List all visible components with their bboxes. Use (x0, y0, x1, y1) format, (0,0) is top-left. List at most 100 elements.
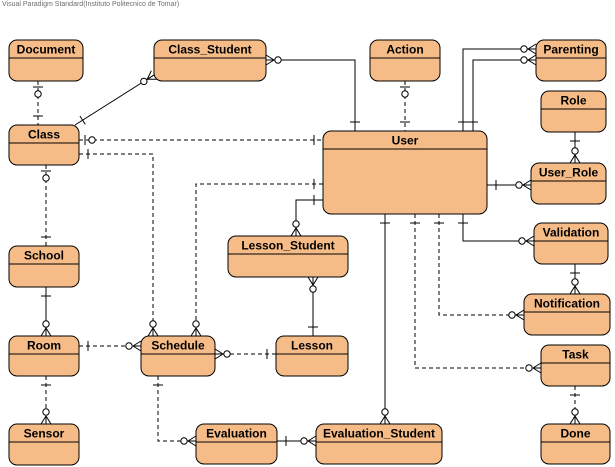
cardinality-zero-or-many-1-to (140, 70, 157, 86)
entity-school[interactable]: School (8, 245, 80, 288)
cardinality-zero-or-many-20-to (40, 408, 52, 425)
cardinality-zero-or-many-11-to (569, 278, 581, 295)
cardinality-zero-or-many-10-to (518, 235, 535, 247)
entity-box (140, 335, 216, 377)
entity-label: School (24, 249, 64, 263)
entity-label: Class (28, 128, 60, 142)
relationship-schedule-evaluation (157, 376, 196, 442)
entity-label: Lesson (291, 339, 333, 353)
entity-label: Lesson_Student (241, 239, 334, 253)
entity-box (322, 130, 488, 215)
relationship-user-lesson_student (295, 199, 323, 236)
cardinality-zero-or-one-3-from (400, 86, 410, 98)
entity-class-student[interactable]: Class_Student (153, 39, 267, 82)
entity-box (523, 293, 611, 336)
entity-label: Role (560, 94, 586, 108)
entity-label: Evaluation_Student (323, 427, 435, 441)
cardinality-zero-or-one-0-from (33, 86, 43, 98)
entity-class[interactable]: Class (8, 124, 80, 166)
entity-notification[interactable]: Notification (523, 293, 611, 336)
relationship-class_student-user (266, 59, 356, 131)
entity-user-role[interactable]: User_Role (530, 162, 607, 205)
relationship-user-notification (438, 214, 524, 316)
entity-label: Room (27, 339, 61, 353)
cardinality-zero-or-many-12-to (508, 309, 525, 321)
entity-box (8, 124, 80, 166)
cardinality-zero-or-many-14-to (40, 320, 52, 337)
relationship-user-validation (462, 214, 534, 242)
relationship-user-parenting (462, 48, 536, 131)
cardinality-zero-or-many-15-to (125, 340, 142, 352)
cardinality-zero-or-many-4-to (520, 43, 537, 55)
entity-evaluation[interactable]: Evaluation (195, 423, 278, 465)
entity-box (8, 245, 80, 288)
entity-lesson-student[interactable]: Lesson_Student (227, 235, 349, 278)
entity-evaluation-student[interactable]: Evaluation_Student (315, 423, 443, 465)
relationship-user-task (414, 214, 541, 369)
cardinality-zero-or-many-6-to (569, 147, 581, 164)
entity-box (315, 423, 443, 465)
cardinality-zero-or-many-5-to (520, 54, 537, 66)
entity-action[interactable]: Action (369, 39, 441, 82)
entity-lesson[interactable]: Lesson (275, 335, 349, 377)
cardinality-zero-or-many-23-to (379, 408, 391, 425)
entity-label: Sensor (24, 427, 65, 441)
cardinality-zero-or-one-8-from (84, 135, 96, 145)
cardinality-zero-or-many-25-to (569, 408, 581, 425)
entity-box (153, 39, 267, 82)
entity-room[interactable]: Room (8, 335, 80, 377)
entity-done[interactable]: Done (540, 423, 611, 465)
entity-document[interactable]: Document (8, 39, 84, 82)
entity-label: Document (17, 43, 76, 57)
entity-box (540, 344, 611, 387)
entity-box (8, 39, 84, 82)
cardinality-zero-or-one-13-from (41, 170, 51, 182)
entity-layer: Document Class_Student Action ParentingRole… (8, 39, 611, 466)
cardinality-marker-layer (33, 43, 581, 447)
entity-box (195, 423, 278, 465)
cardinality-zero-or-many-21-to (180, 435, 197, 447)
entity-label: Done (561, 427, 591, 441)
relationship-user-parenting (472, 59, 536, 131)
diagram-watermark: Visual Paradigm Standard(Instituto Polit… (2, 1, 180, 8)
entity-schedule[interactable]: Schedule (140, 335, 216, 377)
cardinality-zero-or-many-24-to (525, 362, 542, 374)
entity-box (8, 423, 80, 466)
cardinality-zero-or-many-22-to (300, 435, 317, 447)
cardinality-zero-or-many-2-from (265, 54, 282, 66)
cardinality-zero-or-many-18-to (214, 348, 231, 360)
entity-box (535, 39, 607, 82)
cardinality-zero-or-many-16-to (147, 320, 159, 337)
cardinality-one-1-from (79, 115, 86, 125)
entity-user[interactable]: User (322, 130, 488, 215)
entity-label: Parenting (543, 43, 598, 57)
entity-box (275, 335, 349, 377)
entity-box (540, 423, 611, 465)
cardinality-zero-or-many-19-from (307, 276, 319, 293)
entity-label: User (392, 134, 419, 148)
entity-box (227, 235, 349, 278)
entity-label: Validation (543, 226, 600, 240)
cardinality-zero-or-many-17-to (190, 320, 202, 337)
entity-sensor[interactable]: Sensor (8, 423, 80, 466)
cardinality-zero-or-many-7-to (515, 179, 532, 191)
entity-label: Evaluation (206, 427, 267, 441)
entity-label: User_Role (539, 166, 599, 180)
relationship-class-schedule (79, 153, 154, 336)
entity-box (533, 222, 609, 265)
cardinality-zero-or-many-9-to (290, 220, 302, 237)
entity-validation[interactable]: Validation (533, 222, 609, 265)
entity-label: Task (562, 348, 589, 362)
entity-label: Class_Student (168, 43, 251, 57)
entity-parenting[interactable]: Parenting (535, 39, 607, 82)
entity-box (8, 335, 80, 377)
relationship-user-schedule (195, 183, 323, 336)
entity-label: Notification (534, 297, 600, 311)
entity-label: Action (386, 43, 423, 57)
entity-label: Schedule (151, 339, 205, 353)
entity-box (530, 162, 607, 205)
entity-task[interactable]: Task (540, 344, 611, 387)
entity-box (540, 90, 607, 133)
entity-role[interactable]: Role (540, 90, 607, 133)
